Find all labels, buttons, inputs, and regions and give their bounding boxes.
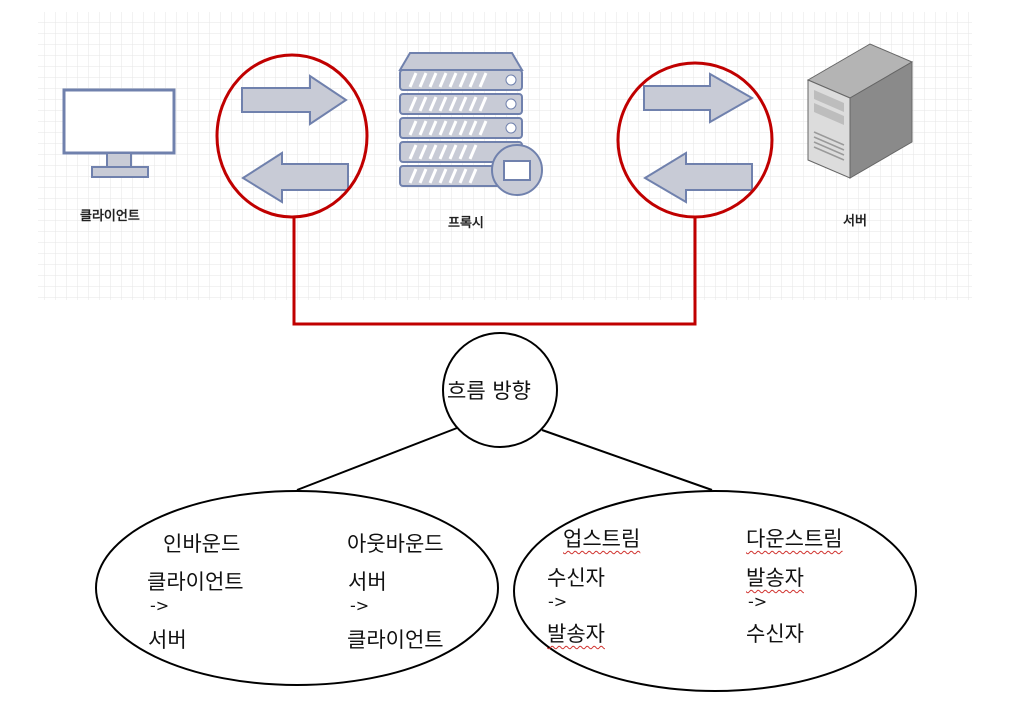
- left-oval: [95, 490, 499, 686]
- branch-line-right: [541, 429, 713, 491]
- inbound-arrow: ->: [150, 596, 170, 615]
- right-arrows: [643, 72, 755, 204]
- upstream-to: 발송자: [547, 622, 605, 646]
- inbound-from: 클라이언트: [147, 570, 244, 594]
- server-tower-icon: [806, 43, 914, 179]
- arrow-right-icon: [643, 72, 755, 124]
- root-node: [442, 332, 558, 448]
- upstream-arrow: ->: [548, 592, 568, 611]
- right-oval: [513, 490, 917, 692]
- downstream-from: 발송자: [746, 566, 804, 590]
- outbound-from: 서버: [348, 570, 387, 594]
- downstream-to: 수신자: [746, 622, 804, 646]
- downstream-title: 다운스트림: [746, 527, 843, 551]
- outbound-arrow: ->: [350, 596, 370, 615]
- root-label: 흐름 방향: [447, 379, 531, 403]
- arrow-right-icon: [241, 74, 348, 126]
- left-arrows: [241, 74, 349, 204]
- monitor-icon: [62, 88, 176, 178]
- left-highlight-circle: [215, 53, 369, 219]
- connector-line: [292, 217, 697, 326]
- proxy-label: 프록시: [448, 216, 484, 231]
- arrow-left-icon: [241, 151, 349, 204]
- outbound-title: 아웃바운드: [347, 532, 444, 556]
- arrow-left-icon: [643, 151, 753, 204]
- server-label: 서버: [843, 214, 867, 229]
- inbound-title: 인바운드: [163, 532, 241, 556]
- branch-line-left: [296, 427, 458, 491]
- inbound-to: 서버: [148, 628, 187, 652]
- client-label: 클라이언트: [80, 209, 140, 224]
- upstream-title: 업스트림: [563, 527, 641, 551]
- proxy-server-icon: [398, 52, 543, 196]
- upstream-from: 수신자: [547, 566, 605, 590]
- outbound-to: 클라이언트: [347, 628, 444, 652]
- downstream-arrow: ->: [748, 592, 768, 611]
